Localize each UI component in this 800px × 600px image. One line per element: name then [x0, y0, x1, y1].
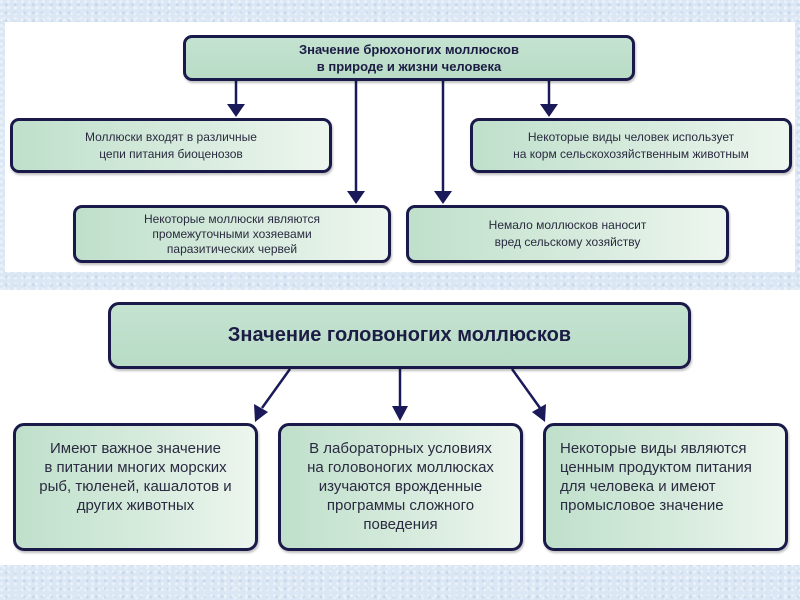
marine-food-box: Имеют важное значение в питании многих м…	[13, 423, 258, 551]
agriculture-harm-text: Немало моллюсков наносит вред сельскому …	[488, 218, 647, 249]
gastropods-title-box: Значение брюхоногих моллюсков в природе …	[183, 35, 635, 81]
cephalopods-title-box: Значение головоногих моллюсков	[108, 302, 691, 369]
lab-research-text: В лабораторных условиях на головоногих м…	[307, 440, 494, 533]
commercial-value-box: Некоторые виды являются ценным продуктом…	[543, 423, 788, 551]
commercial-value-text: Некоторые виды являются ценным продуктом…	[560, 440, 752, 514]
marine-food-text: Имеют важное значение в питании многих м…	[39, 440, 232, 514]
food-chains-text: Моллюски входят в различные цепи питания…	[85, 129, 257, 161]
parasite-hosts-box: Некоторые моллюски являются промежуточны…	[73, 205, 391, 263]
agriculture-harm-box: Немало моллюсков наносит вред сельскому …	[406, 205, 729, 263]
livestock-feed-text: Некоторые виды человек использует на кор…	[513, 129, 749, 161]
gastropods-title: Значение брюхоногих моллюсков в природе …	[298, 42, 519, 74]
lab-research-box: В лабораторных условиях на головоногих м…	[278, 423, 523, 551]
cephalopods-title: Значение головоногих моллюсков	[227, 324, 572, 346]
livestock-feed-box: Некоторые виды человек использует на кор…	[470, 118, 792, 173]
food-chains-box: Моллюски входят в различные цепи питания…	[10, 118, 332, 173]
parasite-hosts-text: Некоторые моллюски являются промежуточны…	[143, 211, 321, 256]
